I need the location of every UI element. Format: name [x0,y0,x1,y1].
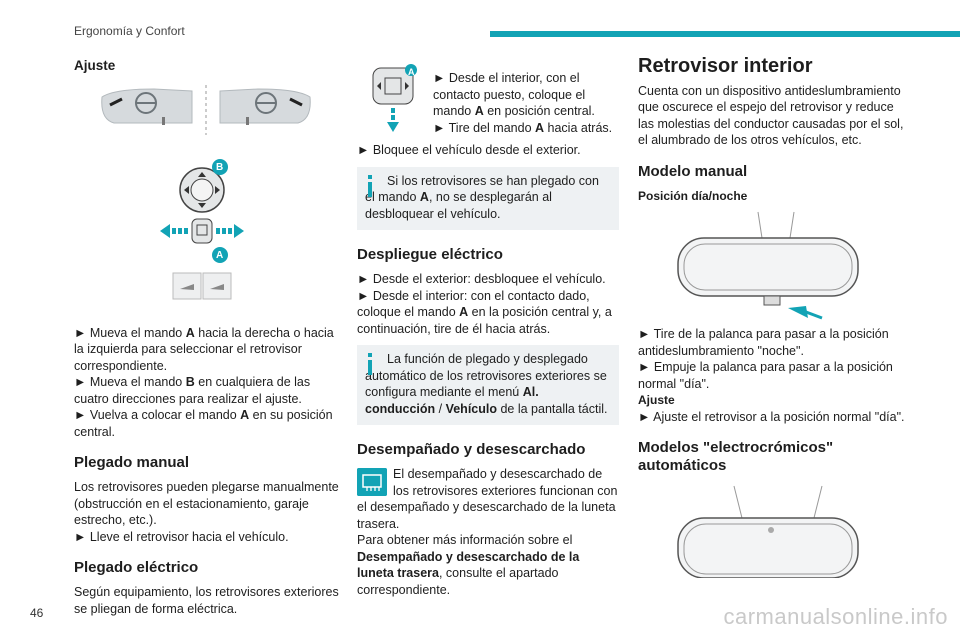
header-accent-bar [490,31,960,37]
despliegue-step-1: ► Desde el exterior: desbloquee el vehíc… [357,272,606,286]
ajuste-step-1: ► Mueva el mando A hacia la derecha o ha… [74,325,334,373]
fold-step-1: ► Desde el interior, con el contacto pue… [433,71,595,118]
mirror-icon [677,211,859,320]
info-note-1: Si los retrovisores se han plegado con e… [357,166,619,230]
info-note-2: La función de plegado y desplegado autom… [357,345,619,425]
label-a: A [408,67,415,77]
posicion-label: Posición día/noche [638,188,748,203]
joystick-illustration: B A [74,155,339,305]
despliegue-heading: Despliegue eléctrico [357,246,503,263]
plegado-manual-heading: Plegado manual [74,454,190,471]
label-b: B [216,161,224,173]
label-a: A [216,249,224,261]
electrocromicos-heading: Modelos "electrocrómicos" automáticos [638,439,834,474]
running-header: Ergonomía y Confort [74,24,185,38]
ajuste-step-3: ► Vuelva a colocar el mando A en su posi… [74,408,333,439]
despliegue-step-2: ► Desde el interior: con el contacto dad… [357,288,612,336]
modelo-manual-heading: Modelo manual [638,162,748,180]
column-left: Ajuste [74,58,339,617]
desempanado-heading: Desempañado y desescarchado [357,441,586,458]
plegado-manual-text: Los retrovisores pueden plegarse manualm… [74,480,339,527]
car-icon [219,87,311,125]
ajuste-heading: Ajuste [74,58,116,73]
plegado-manual-step: ► Lleve el retrovisor hacia el vehículo. [74,529,289,544]
info-icon [368,174,372,197]
column-right: Retrovisor interior Cuenta con un dispos… [638,55,908,578]
fold-step-3: ► Bloquee el vehículo desde el exterior. [357,143,581,157]
car-icon [101,87,193,125]
desempanado-text: El desempañado y desescarchado de los re… [357,467,618,531]
manual-step-2: ► Empuje la palanca para pasar a la posi… [638,360,893,391]
mirror-adjust-illustration [101,84,311,135]
plegado-electrico-heading: Plegado eléctrico [74,559,199,576]
watermark: carmanualsonline.info [723,604,948,629]
retrovisor-interior-heading: Retrovisor interior [638,55,813,77]
column-middle: A ► Desde el interior, con el contacto p… [357,64,619,598]
ajuste-step-2: ► Mueva el mando B en cualquiera de las … [74,375,311,406]
joystick-icon [160,158,244,299]
plegado-electrico-text: Según equipamiento, los retrovisores ext… [74,585,339,616]
fold-step-2: ► Tire del mando A hacia atrás. [433,120,613,135]
mirror-fold-joystick-icon [372,64,417,132]
manual-step-3: ► Ajuste el retrovisor a la posición nor… [638,409,905,424]
page-number: 46 [30,606,44,620]
retrovisor-intro: Cuenta con un dispositivo antideslumbram… [638,83,904,148]
info-icon [368,353,372,375]
mirror-icon [677,485,859,578]
ajuste-label: Ajuste [638,393,675,407]
desempanado-reference: Para obtener más información sobre el De… [357,533,580,597]
rear-defrost-icon [357,468,387,496]
manual-step-1: ► Tire de la palanca para pasar a la pos… [638,327,889,358]
